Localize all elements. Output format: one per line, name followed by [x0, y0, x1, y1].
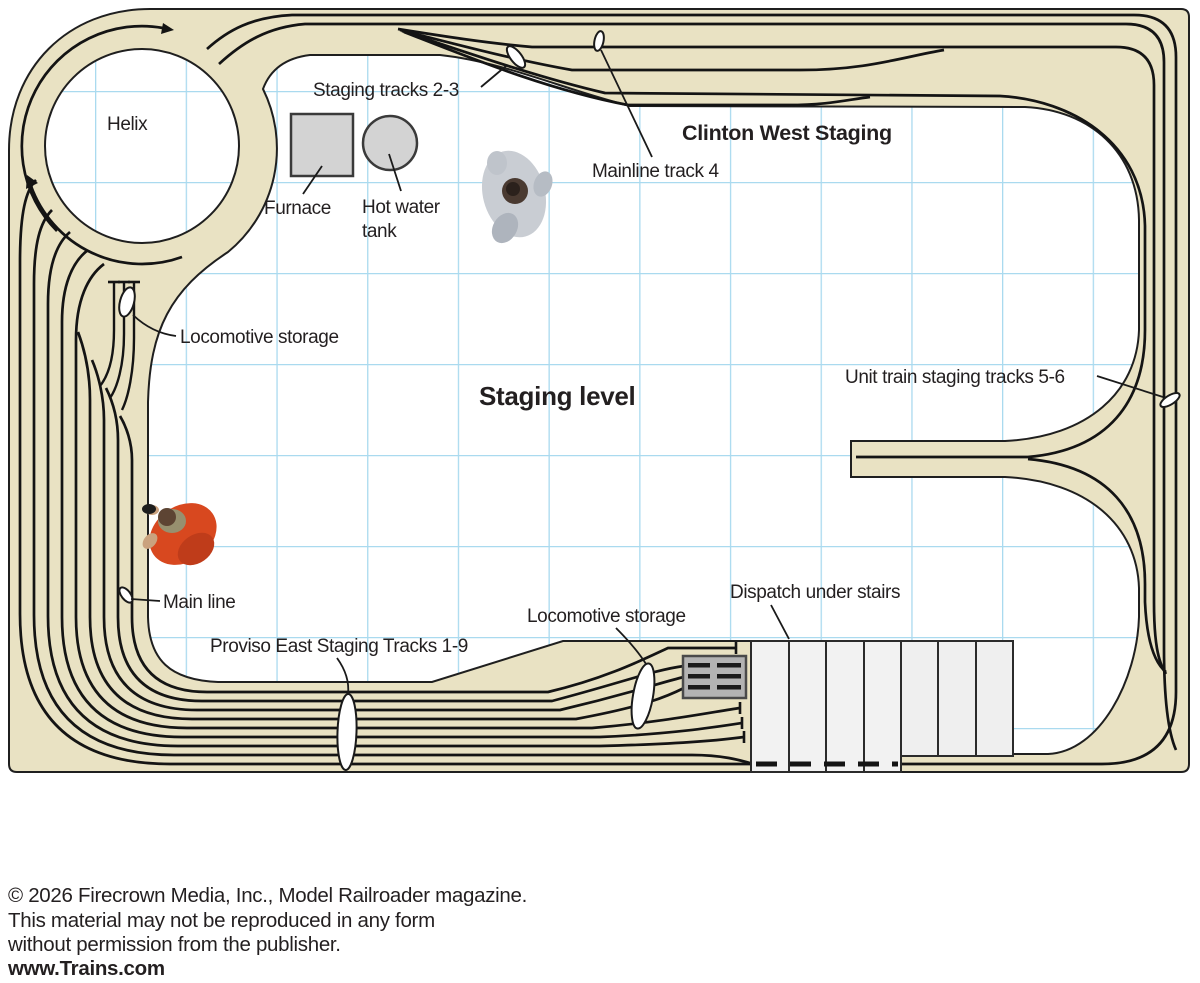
marker-loco-storage-upper: [118, 286, 136, 318]
loco-storage-stub: [120, 282, 136, 411]
stair-step: [937, 640, 977, 757]
marker-loco-storage-lower: [630, 662, 656, 730]
leader-lines: [130, 49, 1164, 695]
leader-main-line: [130, 598, 161, 602]
yard-track: [104, 387, 685, 703]
label-staging-tracks-2-3: Staging tracks 2-3: [313, 80, 459, 101]
unit-train-track: [401, 29, 1147, 459]
yard-track: [46, 230, 745, 748]
yard-track: [32, 209, 754, 766]
marker-main-line: [118, 586, 134, 604]
label-proviso-east: Proviso East Staging Tracks 1-9: [210, 636, 468, 657]
label-clinton-west-staging: Clinton West Staging: [682, 121, 892, 145]
mainline-outer: [206, 13, 1178, 766]
furnace-shape: [289, 112, 355, 178]
helix-arc-bottom: [29, 185, 183, 266]
yard-track: [60, 248, 743, 739]
person-photo-white-shirt: [481, 150, 553, 244]
staging-track-top-1: [397, 27, 1168, 675]
leader-furnace: [302, 165, 323, 195]
label-locomotive-storage-upper: Locomotive storage: [180, 327, 339, 348]
leader-proviso: [336, 657, 350, 695]
marker-staging-tracks: [505, 45, 527, 69]
helix-spiral: [20, 23, 183, 266]
labels: Helix Staging tracks 2-3 Clinton West St…: [107, 80, 1065, 657]
helix-arc-top: [20, 24, 164, 232]
outside-corner-mask: [9, 9, 150, 150]
stair-step: [825, 640, 865, 773]
copyright-block: © 2026 Firecrown Media, Inc., Model Rail…: [7, 884, 527, 980]
benchwork: [8, 8, 1190, 773]
unit-train-track-south-leg: [1027, 457, 1167, 674]
leader-hot-water: [388, 153, 402, 192]
helix-arrow-bottom-icon: [26, 175, 38, 189]
label-unit-train-staging: Unit train staging tracks 5-6: [845, 367, 1065, 388]
label-furnace: Furnace: [264, 198, 331, 219]
yard-track: [74, 262, 741, 730]
copyright-line2: This material may not be reproduced in a…: [8, 909, 435, 932]
website-link: www.Trains.com: [7, 957, 165, 980]
copyright-line3: without permission from the publisher.: [7, 933, 341, 956]
main-line-track: [118, 415, 736, 694]
leader-staging-tracks: [480, 65, 507, 88]
label-helix: Helix: [107, 114, 148, 135]
leader-loco-storage-lower: [615, 627, 647, 665]
hot-water-tank-shape: [361, 114, 419, 172]
loco-storage-stub: [108, 282, 126, 399]
marker-mainline-4: [593, 30, 605, 52]
label-locomotive-storage-lower: Locomotive storage: [527, 606, 686, 627]
yard-track: [18, 179, 752, 766]
label-dispatch: Dispatch under stairs: [730, 582, 900, 603]
label-mainline-track-4: Mainline track 4: [592, 161, 719, 182]
stair-step: [788, 640, 827, 773]
label-hot-water-line2: tank: [362, 221, 397, 242]
loco-storage-panel: [681, 654, 748, 700]
stairs: [750, 640, 1014, 773]
leader-dispatch: [770, 604, 790, 640]
mainline-inner: [218, 22, 1178, 751]
leader-mainline-4: [600, 49, 653, 158]
label-hot-water-line1: Hot water: [362, 197, 441, 218]
stair-step: [863, 640, 902, 773]
leader-loco-storage-upper: [132, 314, 177, 337]
marker-unit-train: [1159, 392, 1181, 408]
stair-step: [900, 640, 939, 757]
loco-storage-stub: [99, 282, 116, 387]
staging-track-top-3: [403, 30, 871, 107]
stair-step: [750, 640, 790, 773]
label-main-line: Main line: [163, 592, 235, 613]
person-photo-orange-shirt: [142, 503, 217, 566]
copyright-line1: © 2026 Firecrown Media, Inc., Model Rail…: [8, 884, 527, 907]
stair-step: [975, 640, 1014, 757]
staging-track-top-2: [399, 28, 945, 72]
track-lines: [18, 13, 1178, 766]
helix-arrow-top-icon: [161, 23, 174, 34]
label-staging-level: Staging level: [479, 381, 635, 411]
leader-unit-train: [1096, 375, 1164, 398]
